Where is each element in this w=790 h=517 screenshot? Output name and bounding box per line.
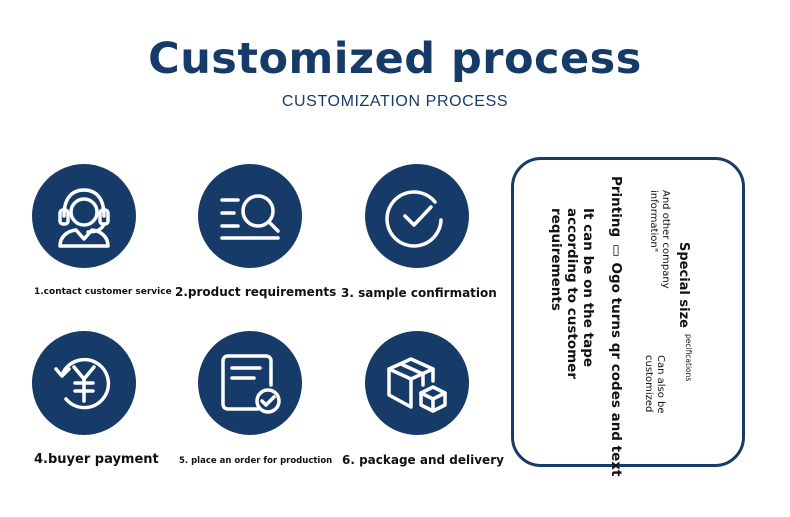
document-check-icon — [221, 354, 281, 414]
page-subtitle: CUSTOMIZATION PROCESS — [281, 93, 509, 110]
specifications-box: Special size pecifications Can also be c… — [511, 157, 745, 476]
step-1-label: 1.contact customer service — [34, 287, 172, 297]
step-6-label: 6. package and delivery — [342, 453, 504, 467]
step-3-label: 3. sample confirmation — [341, 286, 497, 300]
spec-can-also: Can also be customized — [643, 355, 666, 414]
step-6-badge — [365, 331, 469, 435]
spec-printing: Printing ▯ Ogo turns qr codes and text — [608, 176, 624, 477]
search-list-icon — [220, 194, 280, 240]
step-2-badge — [198, 164, 302, 268]
checkmark-circle-icon — [385, 190, 443, 248]
boxes-icon — [387, 357, 447, 413]
page-title: Customized process — [148, 34, 642, 84]
step-5-label: 5. place an order for production — [179, 456, 333, 466]
step-1-badge — [32, 164, 136, 268]
headset-agent-icon — [58, 188, 110, 248]
step-3-badge — [365, 164, 469, 268]
step-2-label: 2.product requirements — [175, 285, 337, 299]
spec-company-info: And other company information" — [648, 190, 671, 289]
spec-tape: It can be on the tape according to custo… — [548, 208, 596, 379]
step-4-label: 4.buyer payment — [34, 452, 159, 467]
step-4-badge — [32, 331, 136, 435]
spec-heading-rest: pecifications — [684, 334, 693, 382]
yuan-refund-icon — [54, 357, 111, 410]
spec-heading-main: Special size — [676, 242, 691, 328]
step-5-badge — [198, 331, 302, 435]
